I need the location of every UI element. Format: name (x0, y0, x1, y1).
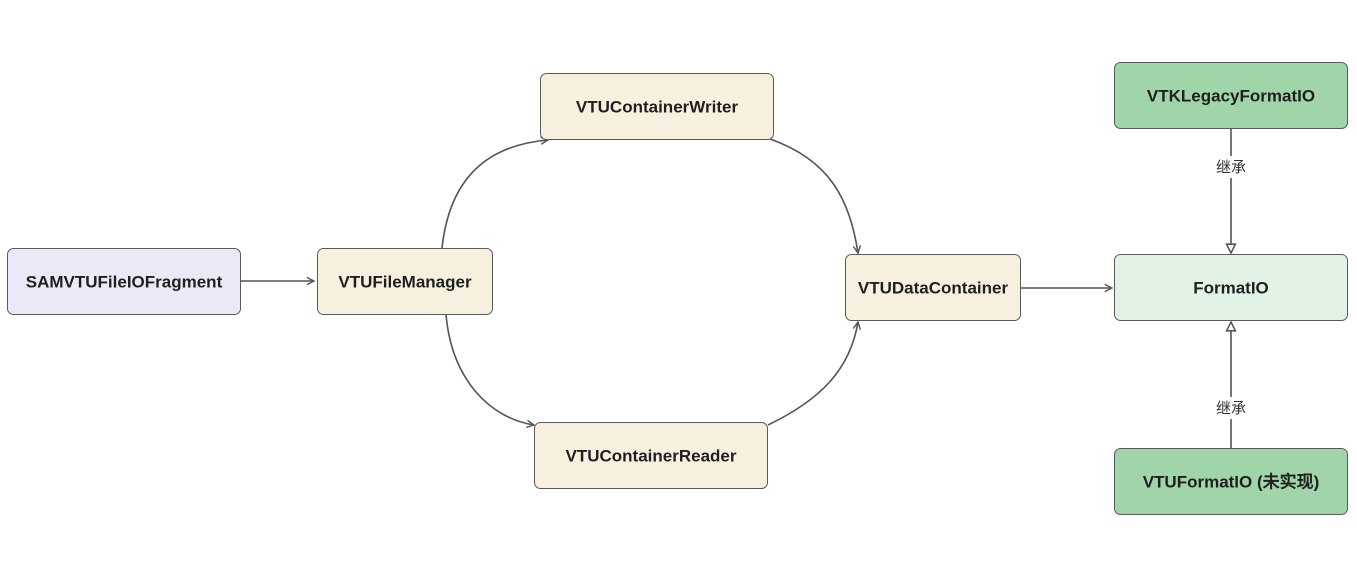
inherit-label-bottom: 继承 (1216, 399, 1246, 417)
node-samvtufileiofragment[interactable]: SAMVTUFileIOFragment (7, 248, 241, 315)
node-formatio[interactable]: FormatIO (1114, 254, 1348, 321)
node-formatio-label: FormatIO (1193, 279, 1269, 298)
node-vtudatacontainer-label: VTUDataContainer (858, 279, 1009, 298)
node-samvtufileiofragment-label: SAMVTUFileIOFragment (26, 273, 223, 292)
node-vtudatacontainer[interactable]: VTUDataContainer (845, 254, 1021, 321)
node-vtklegacyformatio[interactable]: VTKLegacyFormatIO (1114, 62, 1348, 129)
node-vtuformatio[interactable]: VTUFormatIO (未实现) (1114, 448, 1348, 515)
edge-writer-to-datacontainer (769, 138, 858, 253)
edge-filemanager-to-writer (441, 140, 548, 249)
edge-reader-to-datacontainer (767, 322, 858, 426)
node-vtucontainerwriter[interactable]: VTUContainerWriter (540, 73, 774, 140)
node-vtucontainerreader-label: VTUContainerReader (566, 447, 737, 466)
node-vtucontainerreader[interactable]: VTUContainerReader (534, 422, 768, 489)
nodes: SAMVTUFileIOFragment VTUFileManager VTUC… (7, 62, 1348, 515)
node-vtufilemanager[interactable]: VTUFileManager (317, 248, 493, 315)
inherit-label-top: 继承 (1216, 158, 1246, 176)
node-vtuformatio-label: VTUFormatIO (未实现) (1143, 472, 1320, 492)
node-vtklegacyformatio-label: VTKLegacyFormatIO (1147, 87, 1315, 106)
node-vtufilemanager-label: VTUFileManager (338, 273, 472, 292)
node-vtucontainerwriter-label: VTUContainerWriter (576, 98, 739, 117)
edge-filemanager-to-reader (445, 314, 534, 425)
edges: 继承 继承 (241, 129, 1254, 448)
